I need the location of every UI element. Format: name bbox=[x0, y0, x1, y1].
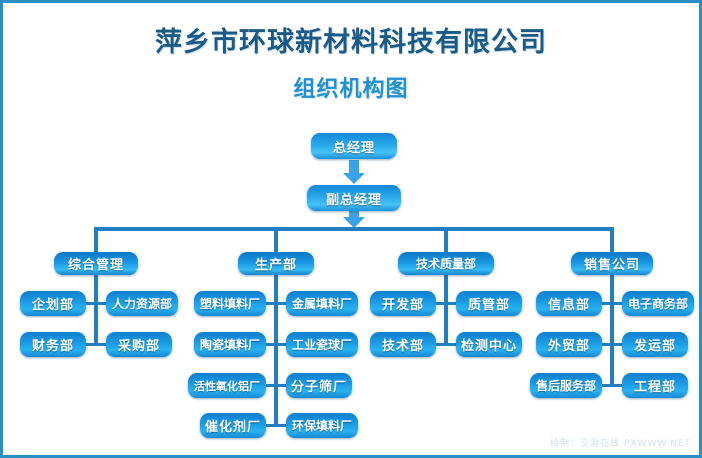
leaf-node-1-0-1[interactable]: 金属填料厂 bbox=[286, 291, 358, 316]
page-title: 萍乡市环球新材料科技有限公司 bbox=[155, 27, 547, 58]
stub-l-3-2 bbox=[602, 383, 612, 387]
stub-l-3-1 bbox=[602, 342, 612, 346]
stub-l-1-0 bbox=[266, 301, 276, 305]
stub-r-2-1 bbox=[446, 342, 456, 346]
leaf-node-2-1-0[interactable]: 技术部 bbox=[370, 332, 436, 357]
bus-bar-horizontal bbox=[94, 227, 614, 231]
leaf-node-3-2-0[interactable]: 售后服务部 bbox=[530, 373, 602, 398]
dept-spine-3 bbox=[610, 275, 614, 386]
leaf-node-1-1-1[interactable]: 工业瓷球厂 bbox=[286, 332, 358, 357]
leaf-node-2-1-1[interactable]: 检测中心 bbox=[456, 332, 522, 357]
leaf-node-1-3-0[interactable]: 催化剂厂 bbox=[200, 413, 266, 438]
stub-l-3-0 bbox=[602, 301, 612, 305]
stub-r-3-2 bbox=[612, 383, 622, 387]
stub-l-0-0 bbox=[86, 301, 96, 305]
dept-drop-2 bbox=[444, 227, 448, 252]
stub-l-1-1 bbox=[266, 342, 276, 346]
leaf-node-3-1-0[interactable]: 外贸部 bbox=[536, 332, 602, 357]
stub-r-1-1 bbox=[276, 342, 286, 346]
stub-r-1-2 bbox=[276, 383, 286, 387]
stub-r-2-0 bbox=[446, 301, 456, 305]
stub-r-1-0 bbox=[276, 301, 286, 305]
leaf-node-0-1-1[interactable]: 采购部 bbox=[106, 332, 172, 357]
leaf-node-1-3-1[interactable]: 环保填料厂 bbox=[286, 413, 358, 438]
dept-spine-1 bbox=[274, 275, 278, 426]
arrow-stem-dgm-to-bus bbox=[349, 211, 359, 220]
watermark: 绘制：交源在线 PXWWW.NET bbox=[550, 439, 691, 449]
dept-spine-2 bbox=[444, 275, 448, 345]
dept-spine-0 bbox=[94, 275, 98, 345]
leaf-node-0-0-1[interactable]: 人力资源部 bbox=[106, 291, 178, 316]
stub-l-1-2 bbox=[266, 383, 276, 387]
arrow-head-dgm-to-bus bbox=[343, 217, 365, 228]
arrow-stem-gm-to-dgm bbox=[349, 160, 359, 176]
leaf-node-3-1-1[interactable]: 发运部 bbox=[622, 332, 688, 357]
stub-l-1-3 bbox=[266, 423, 276, 427]
leaf-node-0-0-0[interactable]: 企划部 bbox=[20, 291, 86, 316]
leaf-node-2-0-1[interactable]: 质管部 bbox=[456, 291, 522, 316]
dept-header-0[interactable]: 综合管理 bbox=[54, 252, 138, 275]
stub-r-1-3 bbox=[276, 423, 286, 427]
stub-r-3-1 bbox=[612, 342, 622, 346]
leaf-node-3-0-1[interactable]: 电子商务部 bbox=[622, 291, 694, 316]
page-subtitle: 组织机构图 bbox=[293, 77, 409, 102]
stub-r-0-1 bbox=[96, 342, 106, 346]
leaf-node-0-1-0[interactable]: 财务部 bbox=[20, 332, 86, 357]
dept-header-3[interactable]: 销售公司 bbox=[571, 252, 653, 275]
stub-r-0-0 bbox=[96, 301, 106, 305]
stub-l-0-1 bbox=[86, 342, 96, 346]
dept-drop-0 bbox=[94, 227, 98, 252]
node-general-manager[interactable]: 总经理 bbox=[311, 133, 397, 159]
node-deputy-general-manager[interactable]: 副总经理 bbox=[307, 185, 401, 211]
stub-l-2-1 bbox=[436, 342, 446, 346]
arrow-head-gm-to-dgm bbox=[343, 173, 365, 184]
leaf-node-1-2-1[interactable]: 分子筛厂 bbox=[286, 373, 352, 398]
dept-drop-3 bbox=[610, 227, 614, 252]
dept-header-2[interactable]: 技术质量部 bbox=[398, 252, 494, 275]
stub-l-2-0 bbox=[436, 301, 446, 305]
leaf-node-1-0-0[interactable]: 塑料填料厂 bbox=[194, 291, 266, 316]
leaf-node-1-1-0[interactable]: 陶瓷填料厂 bbox=[194, 332, 266, 357]
dept-header-1[interactable]: 生产部 bbox=[238, 252, 314, 275]
leaf-node-3-0-0[interactable]: 信息部 bbox=[536, 291, 602, 316]
dept-drop-1 bbox=[274, 227, 278, 252]
leaf-node-2-0-0[interactable]: 开发部 bbox=[370, 291, 436, 316]
stub-r-3-0 bbox=[612, 301, 622, 305]
leaf-node-1-2-0[interactable]: 活性氧化铝厂 bbox=[188, 373, 266, 398]
leaf-node-3-2-1[interactable]: 工程部 bbox=[622, 373, 688, 398]
